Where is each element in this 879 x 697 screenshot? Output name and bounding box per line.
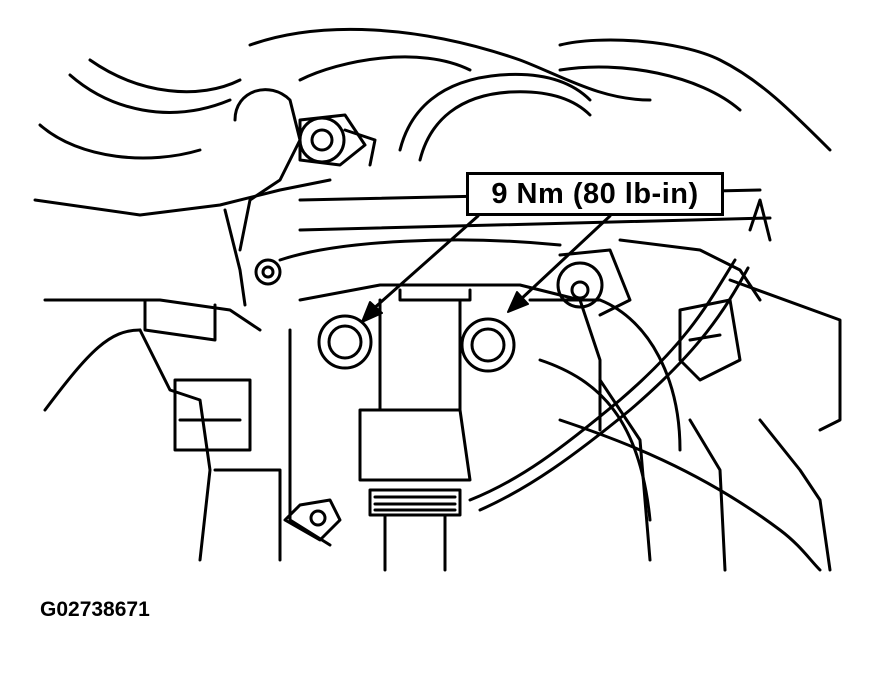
leader-arrows — [361, 214, 612, 323]
torque-callout: 9 Nm (80 lb-in) — [466, 172, 724, 216]
threaded-fitting — [368, 488, 462, 572]
left-bracket — [33, 88, 332, 562]
right-bracket — [468, 198, 842, 512]
bolt-left — [317, 314, 373, 370]
small-bracket — [283, 498, 342, 542]
figure-id-label: G02738671 — [40, 598, 150, 621]
lower-housing — [558, 378, 832, 572]
upper-hoses — [68, 27, 832, 162]
valve-body — [288, 283, 682, 547]
hose-clamp-fitting — [298, 113, 377, 167]
bolt-right — [460, 317, 516, 373]
